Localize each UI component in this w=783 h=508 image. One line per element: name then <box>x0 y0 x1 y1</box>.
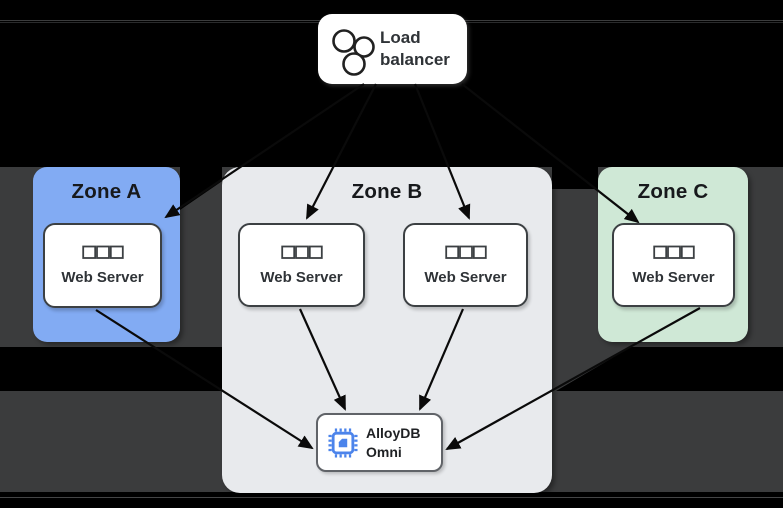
background-dark-patch <box>0 347 224 391</box>
load-balancer-circles-icon <box>332 29 375 76</box>
web-server-label: Web Server <box>632 269 715 286</box>
web-server-label: Web Server <box>260 269 343 286</box>
alloydb-omni-label: AlloyDB Omni <box>366 424 421 460</box>
zone-a-web-server-node: Web Server <box>43 223 162 308</box>
server-rack-icon <box>444 245 487 259</box>
web-server-label: Web Server <box>61 269 144 286</box>
zone-b-web-server-1-node: Web Server <box>238 223 365 307</box>
zone-c-title: Zone C <box>637 180 709 203</box>
load-balancer-label: Load balancer <box>380 27 450 69</box>
load-balancer-node: Load balancer <box>318 14 467 84</box>
alloydb-chip-icon <box>328 427 358 458</box>
zone-a-title: Zone A <box>71 180 142 203</box>
server-rack-icon <box>280 245 323 259</box>
web-server-label: Web Server <box>424 269 507 286</box>
background-rule-line <box>0 497 783 498</box>
background-dark-patch <box>552 167 598 189</box>
server-rack-icon <box>81 245 124 259</box>
zone-b-web-server-2-node: Web Server <box>403 223 528 307</box>
server-rack-icon <box>652 245 695 259</box>
zone-b-title: Zone B <box>351 180 423 203</box>
zone-c-web-server-node: Web Server <box>612 223 735 307</box>
alloydb-omni-node: AlloyDB Omni <box>316 413 443 472</box>
